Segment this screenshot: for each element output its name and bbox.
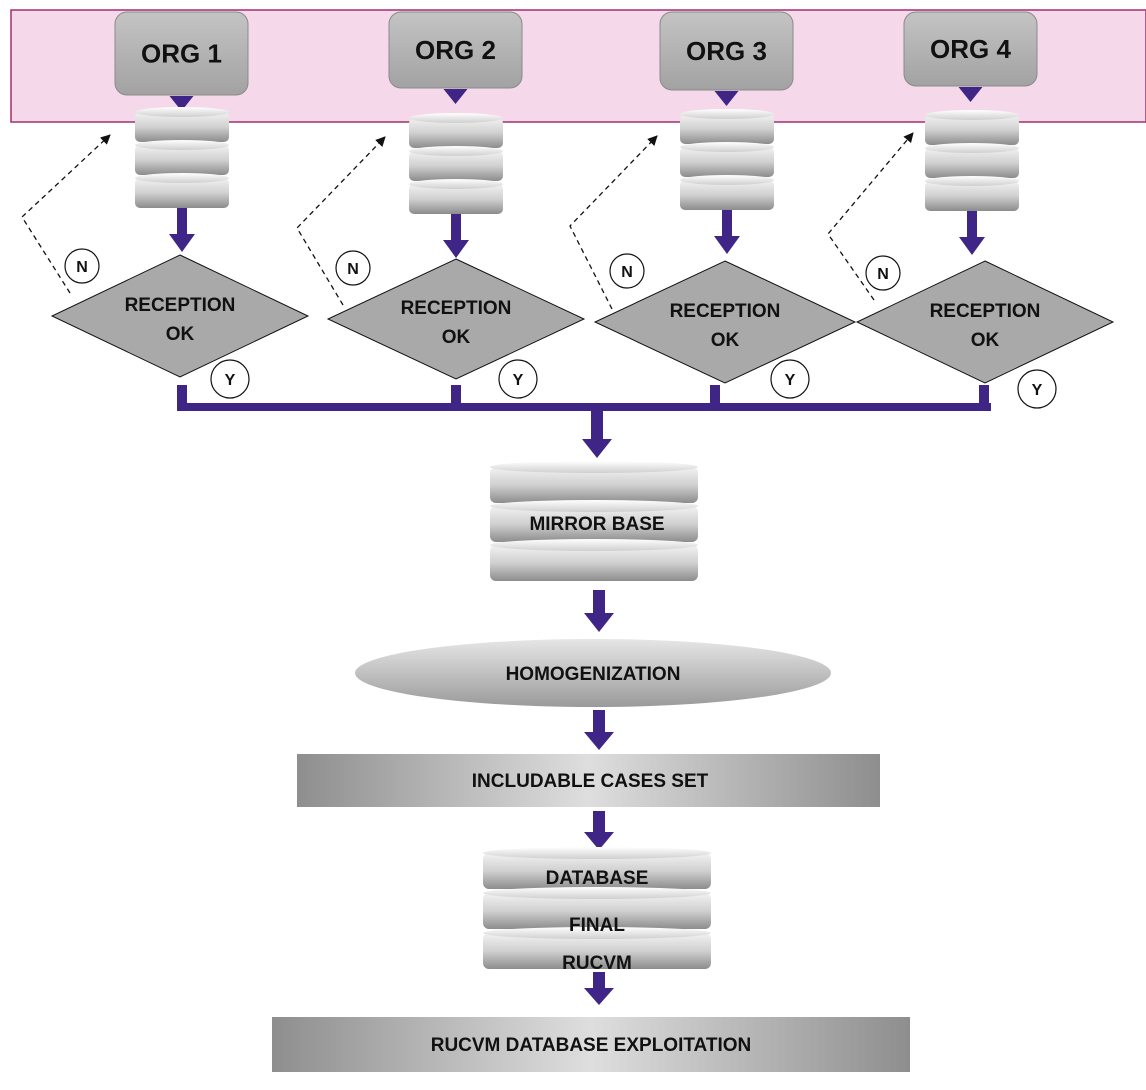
no-badge: [335, 250, 371, 286]
arrow-org-to-db: [714, 91, 739, 106]
collector-bar: [177, 403, 991, 411]
org-column-3: ORG 3 RECEPTION OK N Y: [569, 11, 857, 405]
decision-line1: RECEPTION: [930, 301, 1041, 322]
arrow-db-to-decision: [967, 211, 977, 239]
org-box: [903, 11, 1038, 87]
exploitation-label: RUCVM DATABASE EXPLOITATION: [431, 1035, 752, 1056]
yes-badge: [770, 359, 810, 399]
org-db: [135, 107, 229, 208]
arrow-to-mirror-base: [582, 411, 612, 458]
reception-decision: [855, 260, 1115, 384]
decision-line1: RECEPTION: [670, 301, 781, 322]
org-label: ORG 4: [930, 34, 1011, 64]
homogenization-label: HOMOGENIZATION: [506, 664, 681, 685]
arrow-db-to-decision: [177, 208, 187, 236]
yes-stub: [979, 385, 989, 405]
exploitation-bar: [272, 1017, 910, 1072]
arrow-org-to-db: [443, 89, 468, 104]
org-column-1: ORG 1 RECEPTION OK N Y: [21, 11, 310, 405]
final-db-line1: DATABASE: [546, 868, 649, 889]
no-badge: [865, 255, 901, 291]
no-label: N: [76, 259, 88, 276]
no-label: N: [621, 264, 633, 281]
yes-stub: [451, 385, 461, 405]
arrow-to-homogenization: [584, 590, 614, 632]
no-label: N: [347, 261, 359, 278]
arrow-org-to-db: [958, 87, 983, 102]
arrow-org-to-db: [169, 96, 194, 111]
mirror-base-db: MIRROR BASE: [490, 461, 698, 581]
org-db: [680, 109, 774, 210]
yes-label: Y: [513, 372, 524, 389]
decision-line2: OK: [711, 330, 740, 351]
yes-stub: [177, 385, 187, 405]
decision-line2: OK: [442, 327, 471, 348]
decision-line1: RECEPTION: [401, 298, 512, 319]
org-column-2: ORG 2 RECEPTION OK N Y: [296, 11, 586, 405]
decision-line2: OK: [971, 330, 1000, 351]
org-column-4: ORG 4 RECEPTION OK N Y: [827, 11, 1115, 409]
yes-label: Y: [785, 372, 796, 389]
no-return-arrow: [21, 134, 111, 294]
yes-badge: [498, 359, 538, 399]
arrow-to-exploitation: [584, 972, 614, 1005]
decision-line1: RECEPTION: [125, 295, 236, 316]
no-badge: [64, 248, 100, 284]
includable-cases-set: [297, 754, 880, 807]
org-box: [388, 11, 523, 89]
reception-decision: [50, 254, 310, 378]
org-label: ORG 1: [141, 39, 222, 69]
reception-decision: [326, 258, 586, 380]
decision-line2: OK: [166, 324, 195, 345]
homogenization-process: [355, 639, 831, 707]
no-return-arrow: [296, 136, 386, 306]
mirror-base-label: MIRROR BASE: [529, 514, 664, 535]
arrow-to-includable: [584, 710, 614, 750]
org-box: [659, 11, 794, 91]
final-db: DATABASE FINAL RUCVM: [483, 847, 711, 974]
org-db: [409, 113, 503, 214]
yes-label: Y: [225, 372, 236, 389]
yes-stub: [710, 385, 720, 405]
no-label: N: [877, 266, 889, 283]
arrow-db-to-decision: [722, 210, 732, 238]
yes-label: Y: [1032, 382, 1043, 399]
final-db-line3: RUCVM: [562, 953, 632, 974]
yes-badge: [210, 359, 250, 399]
org-label: ORG 3: [686, 36, 767, 66]
no-return-arrow: [569, 135, 658, 310]
org-label: ORG 2: [415, 35, 496, 65]
no-badge: [609, 253, 645, 289]
org-db: [925, 110, 1019, 211]
reception-decision: [593, 260, 857, 384]
arrow-to-final-db: [584, 811, 614, 850]
org-box: [114, 11, 249, 96]
final-db-line2: FINAL: [569, 915, 625, 936]
yes-badge: [1017, 369, 1057, 409]
arrow-db-to-decision: [451, 214, 461, 242]
includable-cases-label: INCLUDABLE CASES SET: [472, 771, 709, 792]
